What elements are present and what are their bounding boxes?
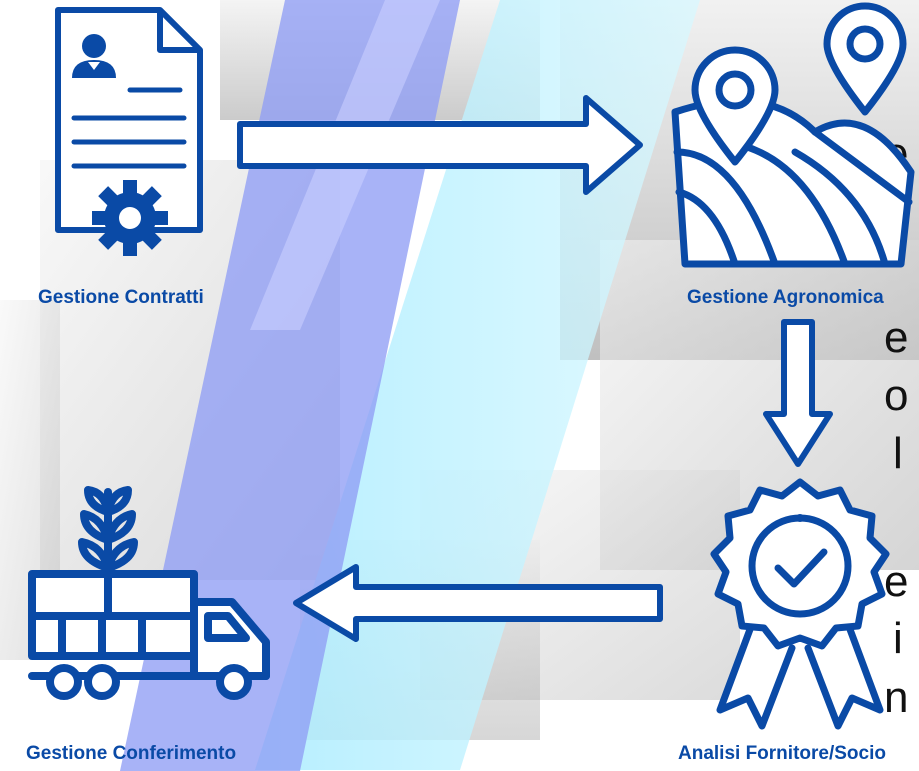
cut-off-letter: e	[884, 557, 909, 606]
cut-off-letter: n	[884, 673, 909, 722]
arrow-left-icon	[293, 564, 663, 642]
cut-off-letter: o	[884, 371, 909, 420]
node-label-gestione-contratti: Gestione Contratti	[38, 287, 204, 308]
map-pins-fields-icon	[671, 2, 915, 268]
cut-off-letter: i	[893, 614, 903, 663]
award-badge-check-icon	[710, 478, 890, 730]
blue-diagonal-band	[120, 0, 460, 771]
arrow-down-icon	[763, 319, 833, 467]
contract-document-gear-icon	[55, 7, 203, 256]
cut-off-letter: l	[893, 429, 903, 478]
cut-off-letter: e	[884, 313, 909, 362]
node-label-analisi-fornitore-socio: Analisi Fornitore/Socio	[678, 743, 886, 764]
node-label-gestione-conferimento: Gestione Conferimento	[26, 743, 237, 764]
node-label-gestione-agronomica: Gestione Agronomica	[687, 287, 884, 308]
arrow-right-icon	[237, 95, 643, 195]
grain-truck-icon	[28, 486, 270, 700]
